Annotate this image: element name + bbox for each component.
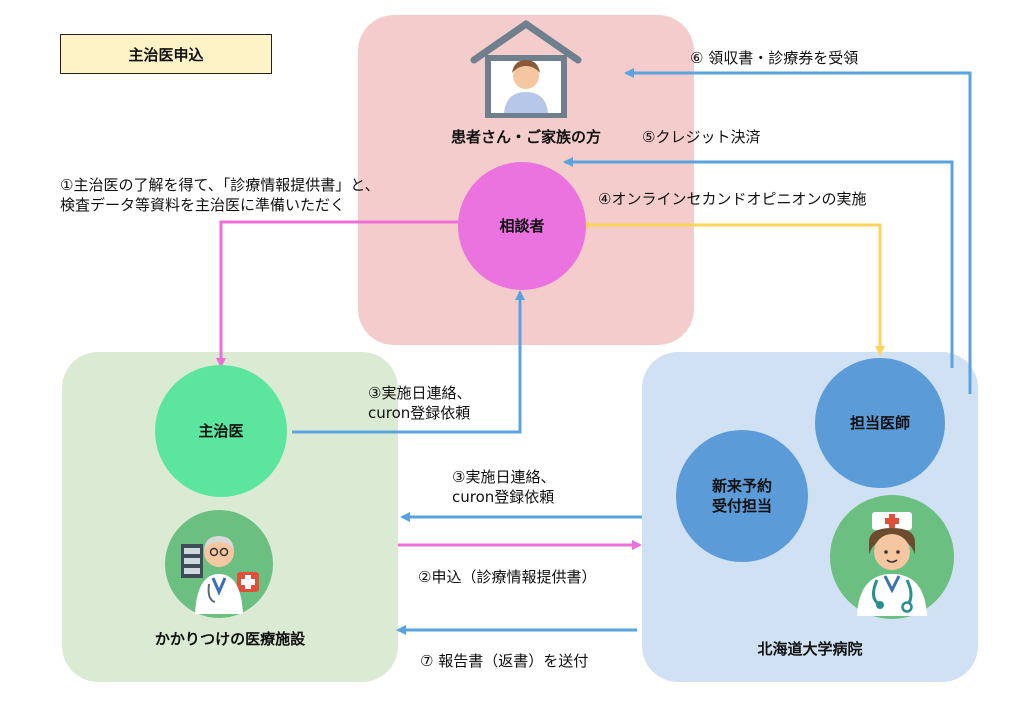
consultant-node: 相談者 (458, 162, 586, 290)
doctor-in-charge-node: 担当医師 (815, 358, 945, 488)
consultant-label: 相談者 (499, 216, 545, 235)
arrow-step-6 (624, 68, 972, 394)
reception-label: 新来予約 受付担当 (711, 476, 772, 515)
reception-node: 新来予約 受付担当 (676, 430, 808, 562)
patient-region-label: 患者さん・ご家族の方 (450, 128, 601, 146)
house-person-icon (470, 20, 582, 118)
hospital-region-label: 北海道大学病院 (757, 640, 863, 658)
step-3-patient-label: ③実施日連絡、 curon登録依頼 (368, 384, 472, 422)
step-1-label: ①主治医の了解を得て、「診療情報提供書」と、 検査データ等資料を主治医に準備いた… (60, 176, 380, 214)
arrow-step-4 (584, 220, 885, 356)
step-6-label: ⑥ 領収書・診療券を受領 (690, 49, 859, 67)
step-4-label: ④オンラインセカンドオピニオンの実施 (598, 190, 867, 208)
nurse-icon (830, 495, 954, 619)
step-5-label: ⑤クレジット決済 (642, 128, 761, 146)
page-title: 主治医申込 (60, 34, 272, 74)
attending-doctor-label: 主治医 (198, 421, 244, 440)
arrow-step-1 (216, 220, 460, 368)
step-2-label: ②申込（診療情報提供書） (418, 568, 597, 586)
step-3-clinic-label: ③実施日連絡、 curon登録依頼 (452, 468, 556, 506)
clinic-region-label: かかりつけの医療施設 (154, 630, 306, 648)
arrow-step-3-patient (292, 290, 525, 434)
doctor-in-charge-label: 担当医師 (849, 413, 910, 432)
elderly-doctor-icon (165, 510, 273, 618)
arrow-step-5 (563, 157, 954, 368)
attending-doctor-node: 主治医 (155, 365, 287, 497)
step-7-label: ⑦ 報告書（返書）を送付 (420, 652, 589, 670)
